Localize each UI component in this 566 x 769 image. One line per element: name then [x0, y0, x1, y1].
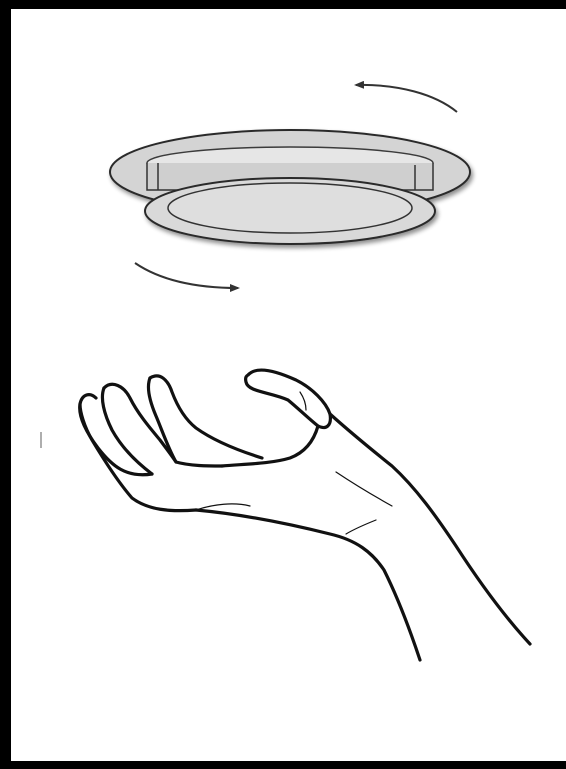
rotation-arrow-top-icon [356, 85, 457, 112]
open-hand-icon [80, 370, 530, 660]
rotation-arrow-bottom-icon [135, 263, 238, 288]
trim-ring-fixture-icon [110, 130, 470, 244]
